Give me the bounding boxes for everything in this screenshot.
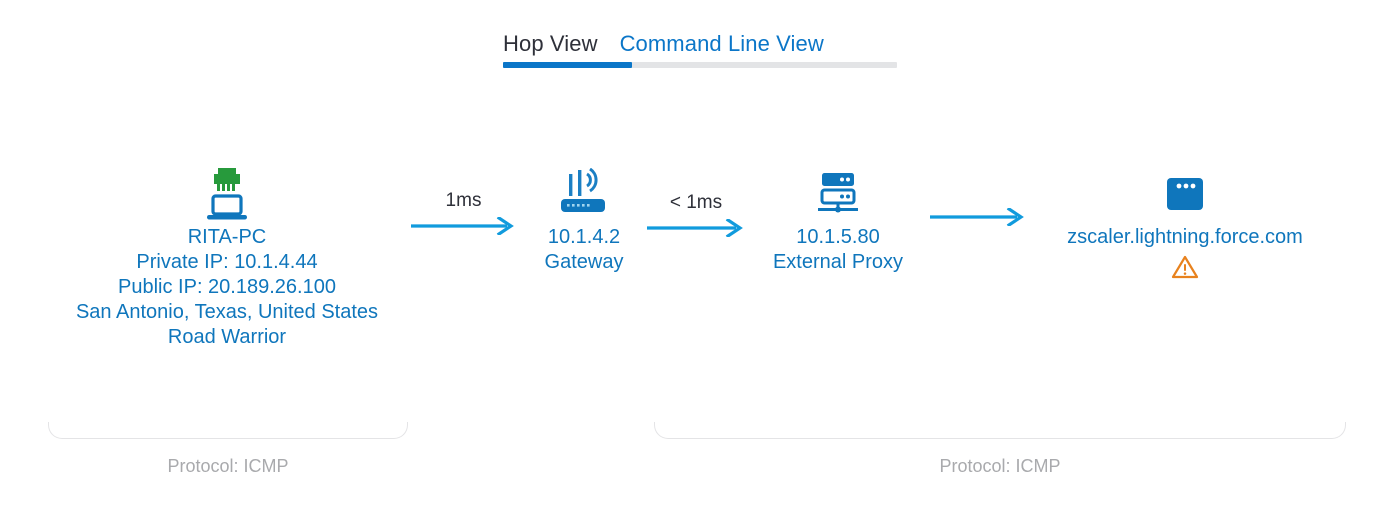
hop-link-2: < 1ms <box>647 192 745 237</box>
hop-node-destination[interactable]: zscaler.lightning.force.com <box>1022 165 1348 280</box>
arrow-right-icon <box>647 219 743 237</box>
tab-command-line-view[interactable]: Command Line View <box>619 31 824 56</box>
warning-triangle-icon[interactable] <box>1022 254 1348 280</box>
arrow-right-icon <box>930 208 1024 226</box>
hop-link-1: 1ms <box>411 190 516 235</box>
client-private-ip: Private IP: 10.1.4.44 <box>136 251 318 273</box>
view-tabs: Hop View Command Line View <box>503 20 897 72</box>
arrow-right-icon <box>411 217 514 235</box>
segment-bracket <box>48 422 408 439</box>
tab-underline-active <box>503 62 632 68</box>
hop-latency-1: 1ms <box>445 190 482 211</box>
wireless-router-icon <box>504 165 664 223</box>
segment-protocol-label: Protocol: ICMP <box>939 456 1061 476</box>
gateway-role: Gateway <box>544 251 624 273</box>
client-public-ip: Public IP: 20.189.26.100 <box>118 276 336 298</box>
destination-details: zscaler.lightning.force.com <box>1022 225 1348 280</box>
segment-bracket <box>654 422 1346 439</box>
gateway-details: 10.1.4.2 Gateway <box>504 225 664 275</box>
proxy-details: 10.1.5.80 External Proxy <box>748 225 928 275</box>
laptop-ethernet-icon <box>47 165 407 223</box>
proxy-ip: 10.1.5.80 <box>796 226 880 248</box>
proxy-role: External Proxy <box>772 251 904 273</box>
protocol-segment-1: Protocol: ICMP <box>48 422 408 477</box>
server-stack-icon <box>748 165 928 223</box>
protocol-segment-2: Protocol: ICMP <box>654 422 1346 477</box>
gateway-ip: 10.1.4.2 <box>547 226 621 248</box>
segment-protocol-label: Protocol: ICMP <box>167 456 289 476</box>
hop-node-gateway[interactable]: 10.1.4.2 Gateway <box>504 165 664 275</box>
client-hostname: RITA-PC <box>187 226 267 248</box>
tab-hop-view[interactable]: Hop View <box>503 31 598 56</box>
hop-node-client[interactable]: RITA-PC Private IP: 10.1.4.44 Public IP:… <box>47 165 407 350</box>
tab-underline-track <box>503 62 897 68</box>
client-location: San Antonio, Texas, United States <box>75 301 379 323</box>
hop-latency-2: < 1ms <box>669 192 723 213</box>
browser-window-icon <box>1022 165 1348 223</box>
tab-row: Hop View Command Line View <box>503 20 897 58</box>
client-details: RITA-PC Private IP: 10.1.4.44 Public IP:… <box>47 225 407 350</box>
client-profile: Road Warrior <box>167 326 287 348</box>
destination-hostname: zscaler.lightning.force.com <box>1067 226 1303 248</box>
hop-node-proxy[interactable]: 10.1.5.80 External Proxy <box>748 165 928 275</box>
hop-link-3 <box>930 203 1026 226</box>
